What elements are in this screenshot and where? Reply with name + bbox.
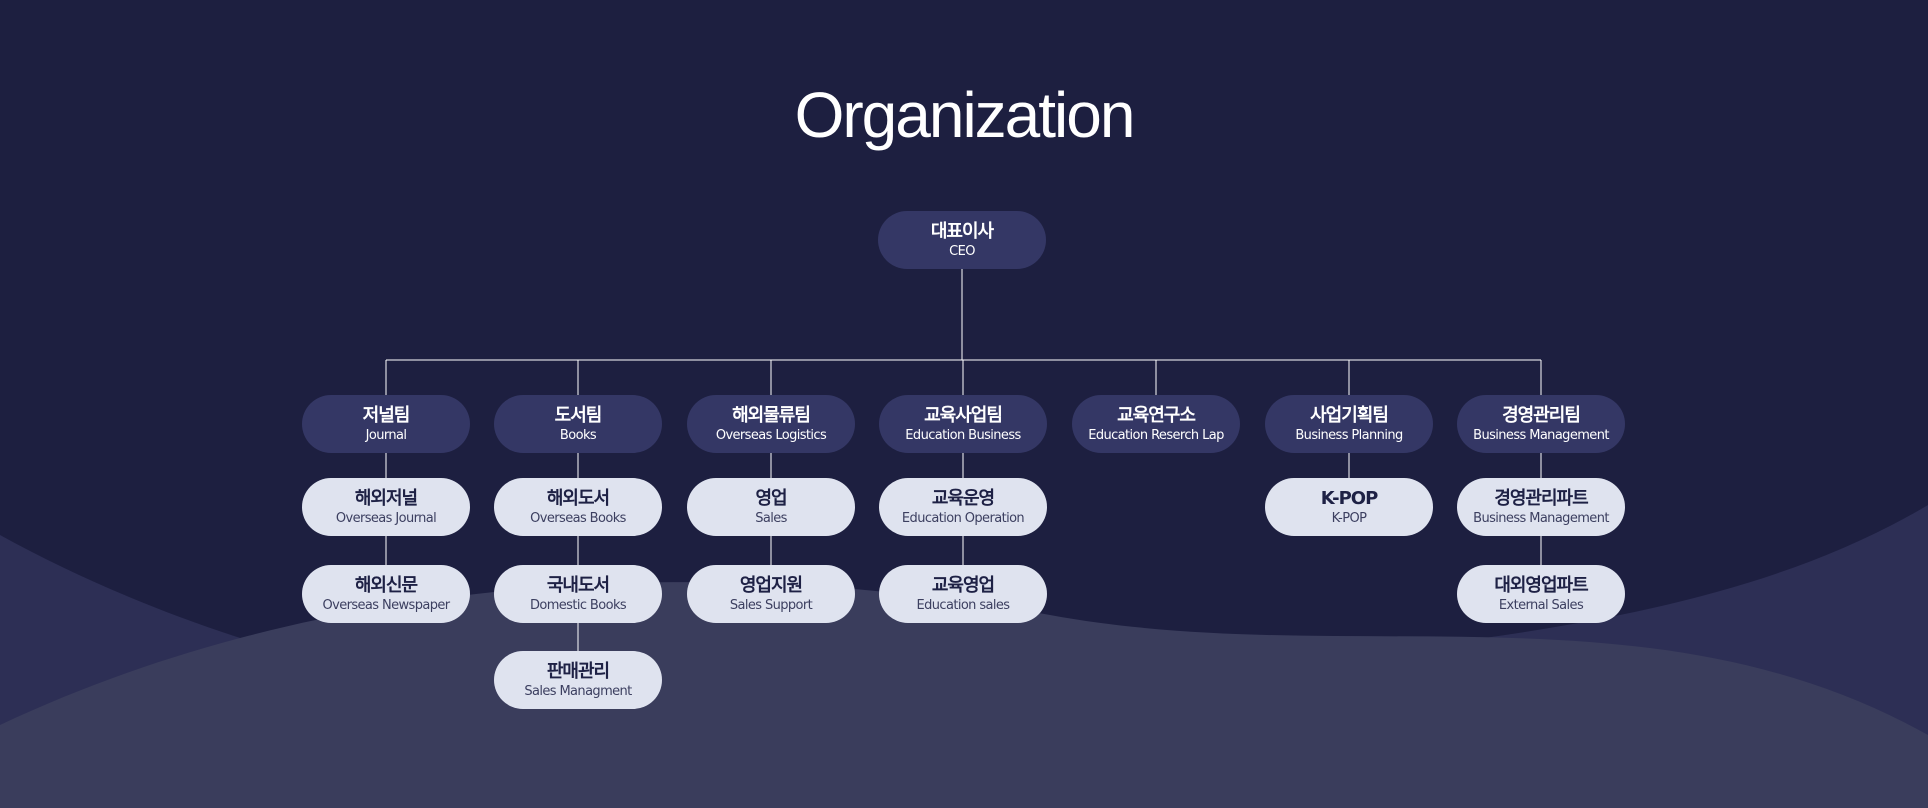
team-node-ko: 해외신문 <box>354 574 418 596</box>
department-node-en: Education Business <box>905 427 1021 443</box>
team-node-ko: 대외영업파트 <box>1494 574 1588 596</box>
team-node-en: Business Management <box>1473 510 1609 526</box>
department-node-ko: 저널팀 <box>362 404 411 426</box>
page-title: Organization <box>794 79 1136 151</box>
ceo-node: 대표이사 CEO <box>878 211 1046 269</box>
department-node-en: Journal <box>365 427 407 443</box>
team-node-en: Overseas Newspaper <box>322 597 450 613</box>
team-node-ko: 교육운영 <box>931 487 995 509</box>
wave-front <box>0 582 1928 808</box>
team-node-ko: 영업지원 <box>739 574 803 596</box>
department-node-ko: 교육연구소 <box>1117 404 1196 426</box>
department-node-en: Overseas Logistics <box>715 427 827 443</box>
team-node-en: Overseas Journal <box>335 510 437 526</box>
team-node-en: Sales <box>755 510 787 526</box>
team-node-en: Domestic Books <box>529 597 627 613</box>
team-node-ko: 해외도서 <box>546 487 610 509</box>
team-node-ko: 영업 <box>755 487 787 509</box>
team-node-en: Education sales <box>916 597 1011 613</box>
team-node-en: External Sales <box>1498 597 1584 613</box>
team-node-ko: 해외저널 <box>354 487 418 509</box>
department-node-en: Business Planning <box>1295 427 1403 443</box>
team-node-ko: 경영관리파트 <box>1494 487 1588 509</box>
department-node-en: Books <box>559 427 597 443</box>
team-node-ko: K-POP <box>1320 487 1379 509</box>
team-node-ko: 국내도서 <box>546 574 610 596</box>
department-node-en: Education Reserch Lap <box>1088 427 1224 443</box>
department-node-ko: 사업기획팀 <box>1310 404 1389 426</box>
ceo-title-en: CEO <box>949 243 975 259</box>
team-node-en: Education Operation <box>901 510 1025 526</box>
team-node-en: Sales Managment <box>524 683 632 699</box>
team-node-en: Overseas Books <box>530 510 626 526</box>
department-node-ko: 교육사업팀 <box>924 404 1003 426</box>
department-node-ko: 해외물류팀 <box>732 404 811 426</box>
ceo-title-ko: 대표이사 <box>930 220 994 242</box>
team-node-en: K-POP <box>1331 510 1367 526</box>
team-node-ko: 판매관리 <box>546 660 610 682</box>
team-node-ko: 교육영업 <box>931 574 995 596</box>
department-node-en: Business Management <box>1473 427 1609 443</box>
department-node-ko: 도서팀 <box>554 404 603 426</box>
team-node-en: Sales Support <box>729 597 813 613</box>
department-node-ko: 경영관리팀 <box>1502 404 1581 426</box>
